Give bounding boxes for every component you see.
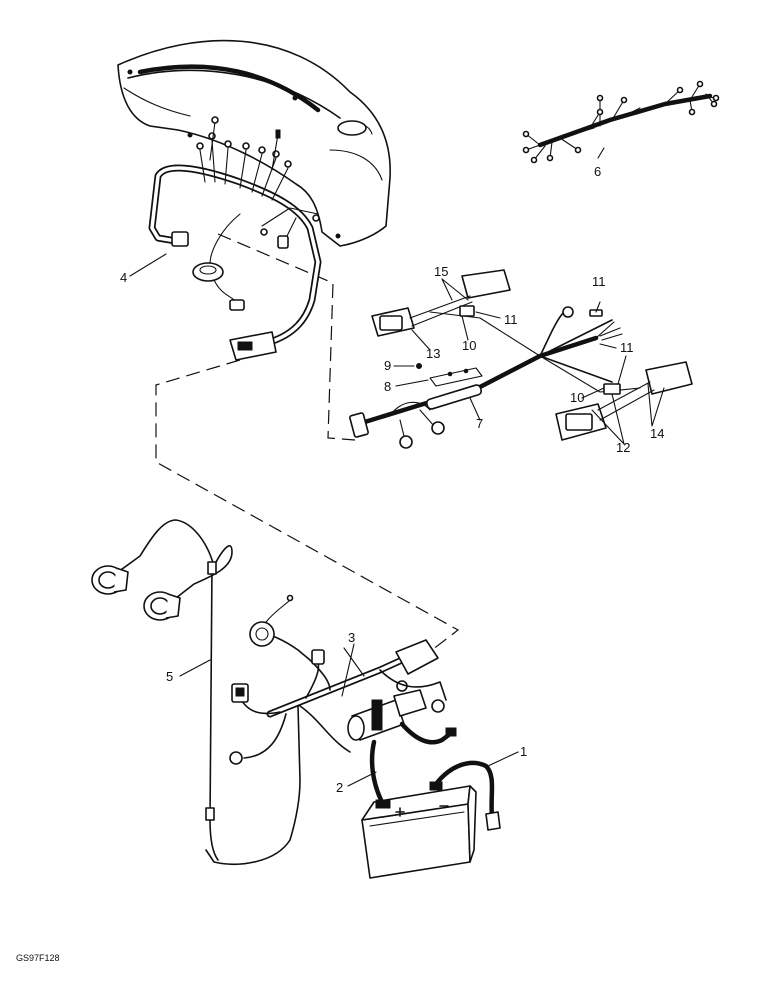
instrument-panel-cowl	[117, 39, 391, 247]
callout-8: 8	[384, 379, 391, 394]
callout-13: 13	[426, 346, 440, 361]
callout-6: 6	[594, 164, 601, 179]
callout-9: 9	[384, 358, 391, 373]
connection-dashed-lines	[155, 233, 460, 651]
callout-5: 5	[166, 669, 173, 684]
figure-code: GS97F128	[16, 953, 60, 963]
leader-lines-upper	[129, 147, 665, 445]
left-lamp-assembly	[371, 269, 511, 337]
loose-harness	[522, 80, 720, 164]
callout-11-right: 11	[620, 340, 634, 355]
starter-motor	[347, 680, 427, 741]
right-lamp-assembly	[555, 361, 693, 441]
battery	[361, 781, 477, 879]
dashboard-harness	[148, 116, 322, 361]
callout-7: 7	[476, 416, 483, 431]
battery-cables	[369, 721, 501, 831]
callout-10-right: 10	[570, 390, 584, 405]
callout-12: 12	[616, 440, 630, 455]
callout-3: 3	[348, 630, 355, 645]
callout-1: 1	[520, 744, 527, 759]
main-chassis-harness	[205, 594, 447, 865]
callout-11-harness: 11	[592, 274, 606, 289]
leader-lines-lower	[179, 643, 519, 787]
rear-lamp-harness	[91, 519, 233, 861]
lighting-harness	[349, 306, 641, 449]
callout-4: 4	[120, 270, 127, 285]
callout-11-left: 11	[504, 312, 518, 327]
callout-15: 15	[434, 264, 448, 279]
callout-14: 14	[650, 426, 664, 441]
callout-2: 2	[336, 780, 343, 795]
callout-labels: 1 2 3 4 5 6 7 8 9 10 10 11 11 11 12 13 1…	[120, 164, 664, 795]
callout-10-left: 10	[462, 338, 476, 353]
